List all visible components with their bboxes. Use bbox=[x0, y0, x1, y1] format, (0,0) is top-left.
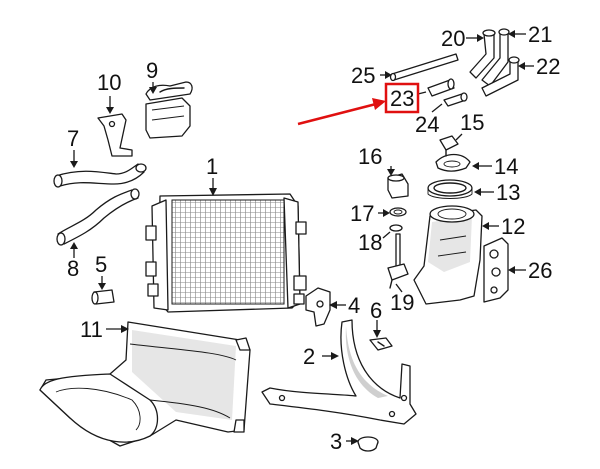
hose-20-part bbox=[469, 29, 496, 79]
small-bracket-part bbox=[97, 113, 133, 157]
callout-19: 19 bbox=[390, 290, 414, 315]
cap-part bbox=[435, 153, 471, 172]
seal-ring-part bbox=[427, 179, 473, 199]
valve-part bbox=[387, 173, 409, 199]
callout-14: 14 bbox=[494, 154, 518, 179]
tube-25-part bbox=[389, 53, 459, 82]
callout-23: 23 bbox=[390, 86, 414, 111]
lower-hose-part bbox=[56, 188, 140, 246]
callout-21: 21 bbox=[528, 22, 552, 47]
grommet-part bbox=[357, 436, 379, 452]
callout-13: 13 bbox=[496, 180, 520, 205]
highlight-box bbox=[384, 82, 420, 114]
gasket-plate-part bbox=[483, 237, 509, 303]
highlight-arrowhead bbox=[372, 98, 386, 110]
callout-1: 1 bbox=[206, 154, 218, 179]
callout-10: 10 bbox=[97, 70, 121, 95]
sensor-part bbox=[439, 135, 459, 157]
callout-26: 26 bbox=[528, 258, 552, 283]
callout-18: 18 bbox=[358, 230, 382, 255]
callout-25: 25 bbox=[351, 63, 375, 88]
callout-12: 12 bbox=[501, 214, 525, 239]
hose-24-part bbox=[443, 92, 468, 107]
upper-hose-part bbox=[53, 163, 147, 188]
housing-part bbox=[413, 205, 483, 305]
callout-17: 17 bbox=[350, 201, 374, 226]
air-duct-part bbox=[39, 321, 251, 447]
highlight-arrow bbox=[297, 102, 377, 126]
plug-part bbox=[91, 289, 115, 305]
callout-15: 15 bbox=[460, 110, 484, 135]
bracket-part bbox=[261, 319, 417, 425]
o-ring-part bbox=[389, 207, 407, 217]
callout-8: 8 bbox=[67, 256, 79, 281]
washer-part bbox=[389, 224, 403, 232]
callout-11: 11 bbox=[80, 317, 103, 342]
radiator-part bbox=[145, 193, 307, 313]
hose-23-part bbox=[427, 78, 455, 97]
callout-4: 4 bbox=[348, 293, 360, 318]
callout-2: 2 bbox=[303, 344, 315, 369]
callout-22: 22 bbox=[536, 54, 560, 79]
hose-22-part bbox=[481, 56, 520, 97]
callout-7: 7 bbox=[67, 126, 79, 151]
clip-part bbox=[369, 337, 393, 351]
callout-5: 5 bbox=[95, 252, 107, 277]
probe-part bbox=[387, 233, 409, 289]
callout-24: 24 bbox=[415, 112, 439, 137]
callout-6: 6 bbox=[370, 298, 382, 323]
callout-20: 20 bbox=[441, 26, 465, 51]
callout-9: 9 bbox=[146, 58, 158, 83]
callout-3: 3 bbox=[330, 429, 342, 454]
callout-16: 16 bbox=[358, 144, 382, 169]
mount-bracket-part bbox=[305, 287, 331, 327]
